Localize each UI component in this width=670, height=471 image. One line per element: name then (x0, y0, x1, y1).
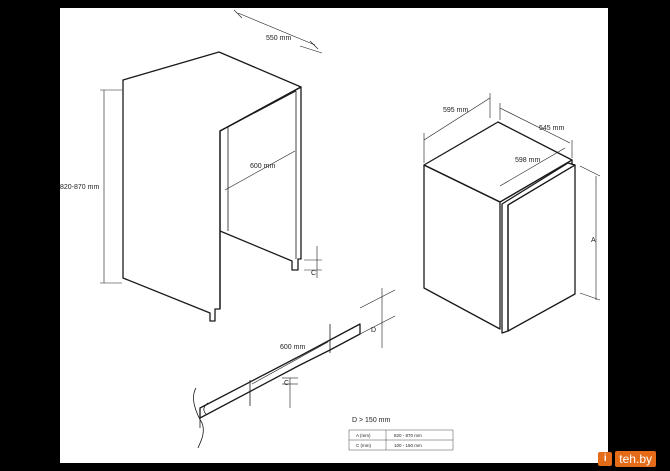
label-d: D (371, 327, 376, 334)
table-row-2-key: C (mm) (356, 443, 371, 448)
appliance-dimension-lines (423, 93, 601, 301)
detail-c-label: C (284, 380, 289, 387)
appliance-width-label: 595 mm (443, 107, 468, 114)
appliance-door-width-label: 598 mm (515, 157, 540, 164)
label-a: A (591, 237, 596, 244)
niche-depth-label: 550 mm (266, 35, 291, 42)
watermark-logo-icon: i (598, 451, 613, 466)
worktop-detail (193, 288, 396, 449)
diagram-frame: 550 mm 820-870 mm 600 mm C 595 mm 545 mm… (60, 8, 608, 463)
niche-cabinet (122, 51, 302, 322)
d-rule-label: D > 150 mm (352, 417, 390, 424)
table-row-2-value: 100 - 150 mm (394, 443, 422, 448)
installation-diagram: 550 mm 820-870 mm 600 mm C 595 mm 545 mm… (60, 9, 601, 451)
table-row-1-value: 820 - 870 mm (394, 433, 422, 438)
niche-dimension-lines (100, 9, 323, 284)
niche-height-label: 820-870 mm (60, 184, 99, 191)
appliance-depth-label: 545 mm (539, 125, 564, 132)
dimension-table-grid (348, 429, 454, 451)
niche-width-label: 600 mm (250, 163, 275, 170)
watermark-text: teh.by (615, 450, 656, 467)
watermark: i teh.by (598, 450, 656, 467)
worktop-dimension-lines (282, 377, 298, 408)
appliance-unit (423, 121, 576, 334)
label-c: C (311, 270, 316, 277)
detail-width-label: 600 mm (280, 344, 305, 351)
table-row-1-key: A (mm) (356, 433, 371, 438)
